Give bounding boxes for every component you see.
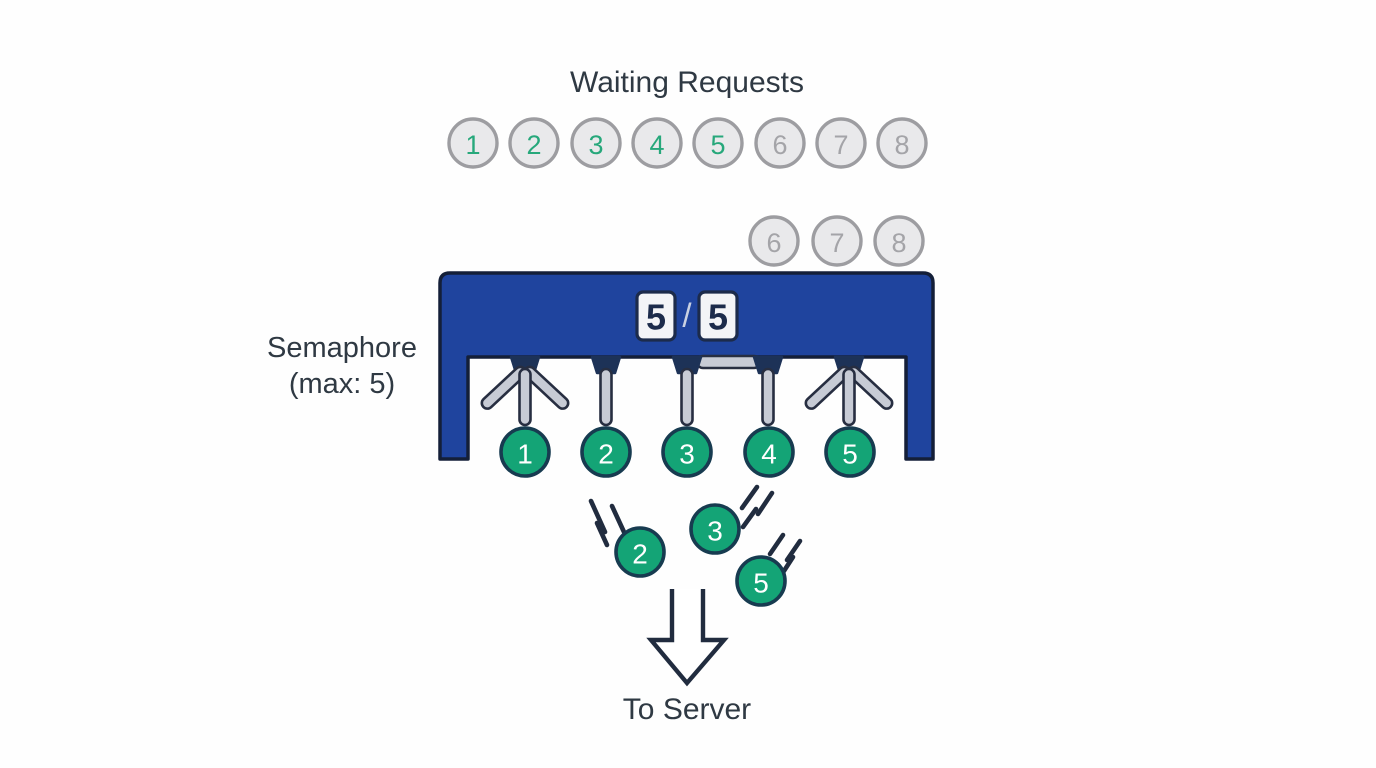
waiting-request-7: 7 — [815, 117, 867, 169]
request-number: 4 — [649, 130, 664, 160]
turnstile-gate-5 — [804, 355, 894, 427]
counter-max-value: 5 — [708, 297, 728, 338]
waiting-request-8: 8 — [876, 117, 928, 169]
request-circle — [692, 117, 744, 169]
blocked-request-7: 7 — [811, 215, 863, 267]
counter-max-box — [697, 290, 739, 342]
turnstile-arm-horizontal — [695, 354, 762, 370]
semaphore-bar — [438, 271, 935, 461]
turnstile-gates — [480, 354, 894, 427]
gate-mount — [590, 355, 622, 375]
gate-token-5: 5 — [824, 426, 876, 478]
turnstile-gate-1 — [480, 355, 570, 427]
token-circle — [743, 426, 795, 478]
request-number: 6 — [772, 130, 787, 160]
counter-current-box — [635, 290, 677, 342]
blocked-request-6: 6 — [748, 215, 800, 267]
semaphore-label: Semaphore (max: 5) — [267, 332, 417, 400]
request-number: 8 — [894, 130, 909, 160]
semaphore-label-line2: (max: 5) — [289, 368, 395, 400]
request-number: 1 — [465, 130, 480, 160]
request-number: 5 — [710, 130, 725, 160]
blocked-request-8: 8 — [873, 215, 925, 267]
waiting-request-3: 3 — [570, 117, 622, 169]
token-number: 5 — [753, 568, 769, 599]
request-number: 7 — [829, 228, 844, 258]
to-server-label: To Server — [623, 693, 751, 726]
waiting-requests-title: Waiting Requests — [570, 66, 804, 99]
request-number: 3 — [588, 130, 603, 160]
request-circle — [811, 215, 863, 267]
counter-current-value: 5 — [646, 297, 666, 338]
request-circle — [508, 117, 560, 169]
token-number: 5 — [842, 439, 858, 470]
passing-token-2: 2 — [588, 498, 666, 578]
turnstile-gate-3 — [671, 355, 703, 427]
token-number: 3 — [679, 439, 695, 470]
token-circle — [689, 503, 741, 555]
token-circle — [580, 426, 632, 478]
waiting-request-4: 4 — [631, 117, 683, 169]
token-circle — [824, 426, 876, 478]
waiting-queue: 1 2 3 4 5 6 7 8 — [447, 117, 928, 169]
passing-tokens: 2 3 5 — [588, 484, 803, 607]
turnstile-arm — [599, 367, 613, 427]
request-circle — [754, 117, 806, 169]
token-circle — [614, 526, 666, 578]
token-number: 2 — [632, 539, 648, 570]
semaphore-label-line1: Semaphore — [267, 332, 417, 364]
turnstile-arm — [518, 367, 532, 427]
request-circle — [631, 117, 683, 169]
waiting-request-6: 6 — [754, 117, 806, 169]
request-number: 8 — [891, 228, 906, 258]
waiting-request-1: 1 — [447, 117, 499, 169]
gate-token-2: 2 — [580, 426, 632, 478]
request-circle — [748, 215, 800, 267]
gate-mount — [671, 355, 703, 375]
permit-counter: 5 / 5 — [635, 290, 739, 342]
request-number: 7 — [833, 130, 848, 160]
turnstile-arm — [680, 367, 694, 427]
token-number: 3 — [707, 516, 723, 547]
request-circle — [873, 215, 925, 267]
request-circle — [570, 117, 622, 169]
waiting-request-5: 5 — [692, 117, 744, 169]
admitted-tokens: 1 2 3 4 5 — [499, 426, 876, 478]
request-circle — [876, 117, 928, 169]
gate-token-3: 3 — [661, 426, 713, 478]
token-number: 1 — [517, 439, 533, 470]
token-circle — [735, 555, 787, 607]
request-circle — [815, 117, 867, 169]
token-number: 2 — [598, 439, 614, 470]
gate-token-1: 1 — [499, 426, 551, 478]
speed-lines — [588, 498, 627, 548]
token-circle — [661, 426, 713, 478]
turnstile-gate-2 — [590, 355, 622, 427]
token-circle — [499, 426, 551, 478]
passing-token-5: 5 — [735, 532, 803, 607]
turnstile-arm — [842, 367, 856, 427]
gate-mount — [752, 355, 784, 375]
gate-token-4: 4 — [743, 426, 795, 478]
request-number: 2 — [526, 130, 541, 160]
request-circle — [447, 117, 499, 169]
blocked-requests: 6 7 8 — [748, 215, 925, 267]
waiting-request-2: 2 — [508, 117, 560, 169]
turnstile-arm — [761, 367, 775, 427]
request-number: 6 — [766, 228, 781, 258]
speed-lines — [739, 484, 775, 530]
token-number: 4 — [761, 439, 777, 470]
turnstile-gate-4 — [752, 355, 784, 427]
counter-separator: / — [682, 297, 692, 334]
passing-token-3: 3 — [689, 484, 775, 555]
down-arrow-icon — [646, 589, 729, 687]
